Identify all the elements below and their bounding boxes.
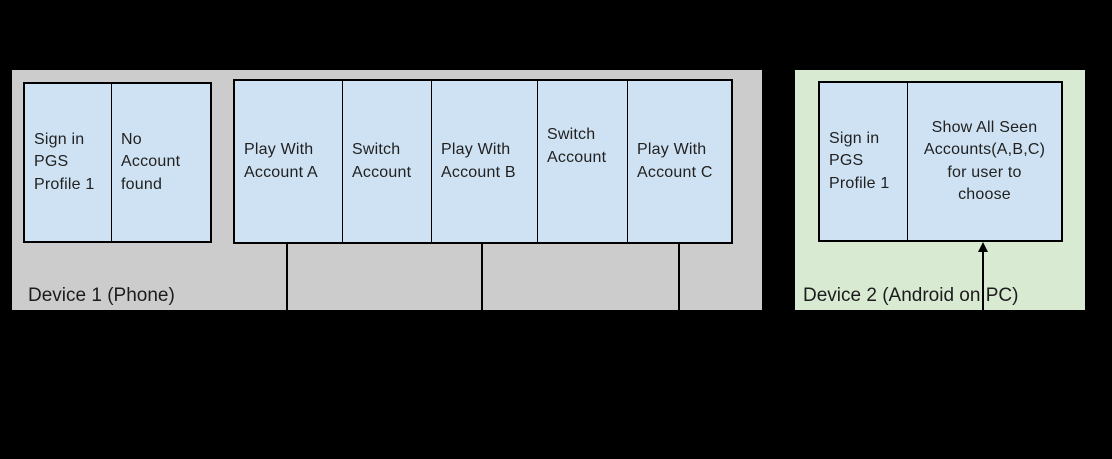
step-sign-in-pgs-profile-1: Sign in PGS Profile 1 <box>25 84 111 241</box>
step-label: Show All Seen Accounts(A,B,C) for user t… <box>923 118 1046 204</box>
device2-label: Device 2 (Android on PC) <box>803 285 1019 306</box>
step-switch-account-1: Switch Account <box>342 81 431 242</box>
step-no-account-found: No Account found <box>111 84 210 241</box>
device2-panel: Sign in PGS Profile 1 Show All Seen Acco… <box>795 70 1085 310</box>
device2-step-group: Sign in PGS Profile 1 Show All Seen Acco… <box>818 81 1063 242</box>
step-sign-in-pgs-profile-1-device2: Sign in PGS Profile 1 <box>820 83 907 240</box>
step-play-with-account-b: Play With Account B <box>431 81 537 242</box>
play-switch-step-group: Play With Account A Switch Account Play … <box>233 79 733 244</box>
step-switch-account-2: Switch Account <box>537 81 627 242</box>
step-label: Switch Account <box>547 126 607 166</box>
device1-panel: Sign in PGS Profile 1 No Account found P… <box>12 70 762 310</box>
connector-line-account-a <box>286 244 288 310</box>
connector-line-account-c <box>678 244 680 310</box>
step-label: Switch Account <box>352 141 412 181</box>
arrow-line-show-accounts <box>982 250 984 310</box>
step-play-with-account-c: Play With Account C <box>627 81 731 242</box>
step-label: Play With Account B <box>441 141 516 181</box>
step-label: Play With Account C <box>637 141 713 181</box>
device1-label: Device 1 (Phone) <box>28 285 175 306</box>
step-label: Play With Account A <box>244 141 318 181</box>
step-label: Sign in PGS Profile 1 <box>829 129 890 192</box>
step-show-all-seen-accounts: Show All Seen Accounts(A,B,C) for user t… <box>907 83 1061 240</box>
signin-step-group: Sign in PGS Profile 1 No Account found <box>23 82 212 243</box>
arrow-up-icon <box>978 242 988 252</box>
step-label: No Account found <box>121 130 181 193</box>
step-label: Sign in PGS Profile 1 <box>34 130 95 193</box>
step-play-with-account-a: Play With Account A <box>235 81 342 242</box>
connector-line-account-b <box>481 244 483 310</box>
